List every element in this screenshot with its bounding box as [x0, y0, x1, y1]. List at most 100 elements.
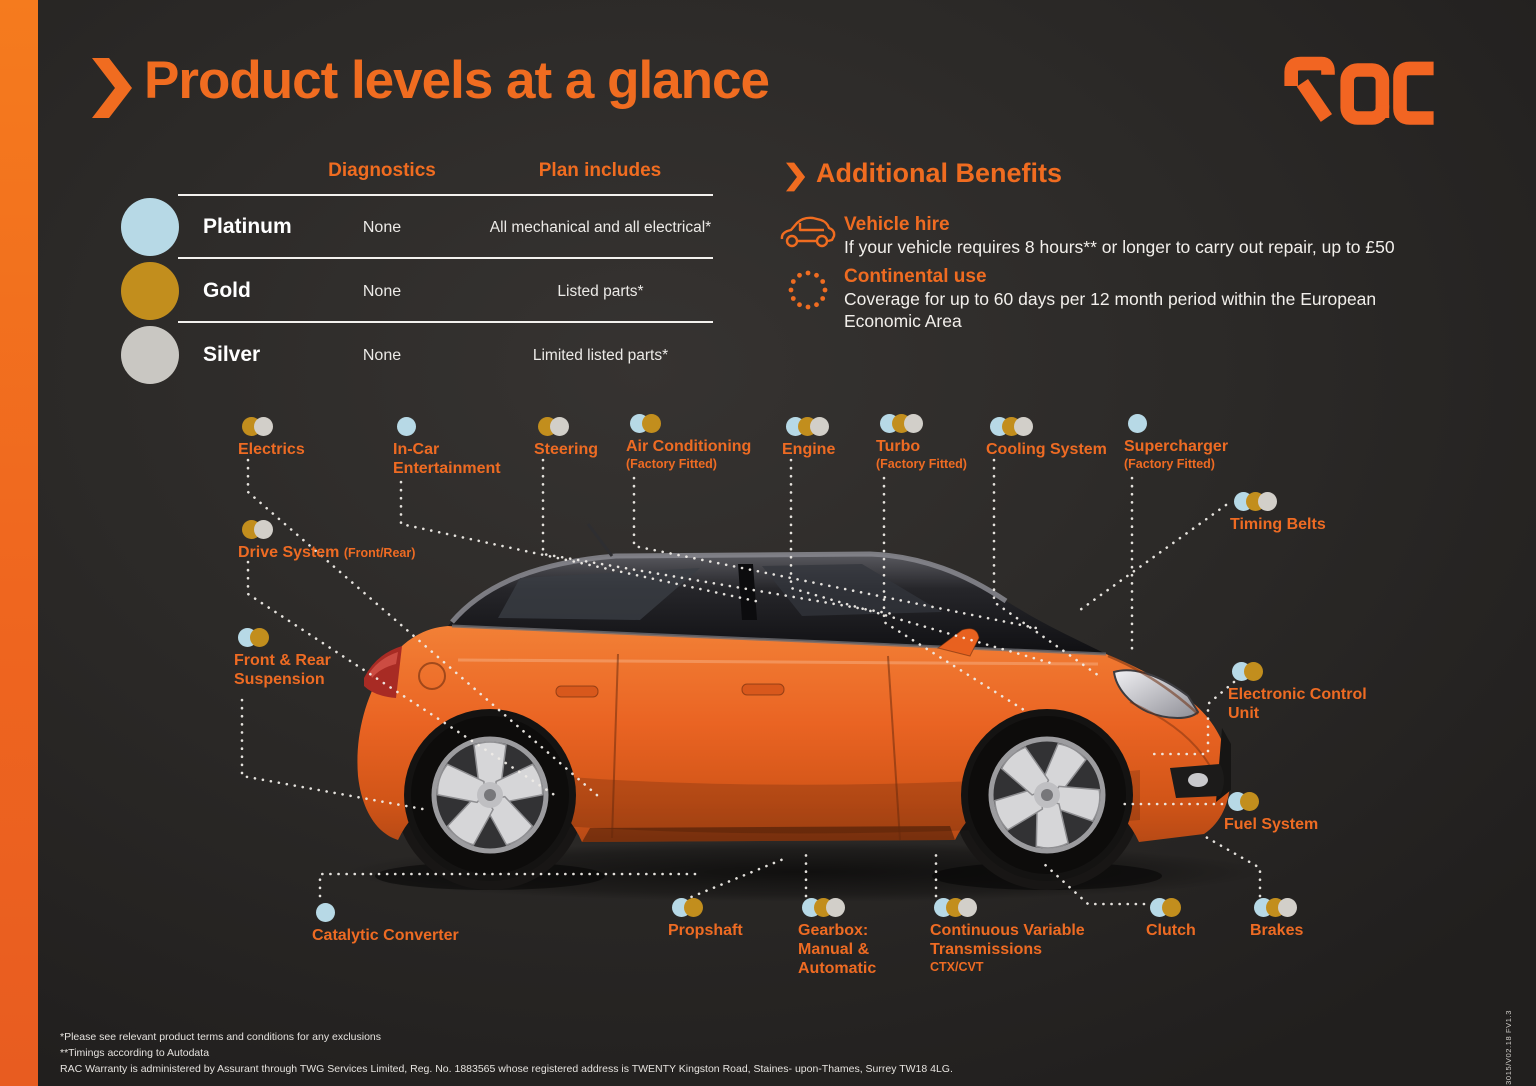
plan-dots [990, 417, 1107, 437]
benefit-title-vehicle-hire: Vehicle hire [844, 214, 950, 235]
car-label-text: Steering [534, 441, 599, 458]
silver-plan-dot [826, 898, 845, 917]
car-label-text: Air Conditioning(Factory Fitted) [626, 438, 752, 472]
leader-suspension [240, 698, 430, 812]
leader-air-conditioning [632, 476, 1038, 630]
eu-dots [788, 270, 828, 310]
leader-ecu [1146, 680, 1236, 756]
platinum-diagnostics: None [362, 219, 402, 236]
silver-plan-dot [1014, 417, 1033, 436]
car-label-subtext: (Factory Fitted) [1124, 457, 1215, 472]
car-label-gearbox: Gearbox:Manual &Automatic [798, 898, 876, 979]
leader-brakes [1202, 834, 1262, 898]
silver-plan-dot [550, 417, 569, 436]
footnotes: *Please see relevant product terms and c… [60, 1030, 953, 1077]
plan-dots [242, 417, 305, 437]
document-code: 3015/V02.18 FV1.3 [1504, 1010, 1513, 1085]
silver-plan-dot [958, 898, 977, 917]
plan-dots [538, 417, 598, 437]
car-label-propshaft: Propshaft [668, 898, 743, 940]
car-label-catalytic-converter: Catalytic Converter [312, 903, 459, 945]
car-label-text: Clutch [1146, 922, 1196, 939]
silver-plan-dot [1258, 492, 1277, 511]
car-label-text: Catalytic Converter [312, 927, 459, 944]
benefits-heading: Additional Benefits [816, 158, 1063, 188]
platinum-circle [121, 198, 179, 256]
silver-plan-dot [254, 520, 273, 539]
page-title: Product levels at a glance [144, 51, 770, 110]
car-label-electrics: Electrics [238, 417, 305, 459]
car-label-steering: Steering [534, 417, 598, 459]
plan-dots [1234, 492, 1326, 512]
car-label-air-conditioning: Air Conditioning(Factory Fitted) [626, 414, 751, 472]
benefit-body-vehicle-hire: If your vehicle requires 8 hours** or lo… [844, 237, 1395, 257]
tier-name-platinum: Platinum [203, 215, 292, 238]
leader-timing-belts [1078, 503, 1228, 612]
silver-plan-dot [810, 417, 829, 436]
tier-name-silver: Silver [203, 343, 261, 366]
car-label-text: Propshaft [668, 922, 743, 939]
table-divider [178, 257, 713, 259]
leader-cooling-system [992, 458, 1104, 680]
left-orange-band [0, 0, 38, 1086]
car-label-subtext: (Front/Rear) [343, 546, 416, 560]
car-label-text: Electrics [238, 441, 305, 458]
col-header-diagnostics: Diagnostics [328, 160, 436, 181]
silver-circle [121, 326, 179, 384]
car-label-engine: Engine [782, 417, 835, 459]
title-chevron-icon [92, 58, 138, 118]
plan-dots [934, 898, 1085, 918]
car-label-text: Cooling System [986, 441, 1107, 458]
leader-drive-system [246, 560, 558, 798]
table-divider [178, 194, 713, 196]
leader-steering [541, 458, 895, 616]
plan-dots [238, 628, 331, 648]
leader-catalytic-converter [318, 872, 704, 898]
car-label-subtext: CTX/CVT [930, 960, 984, 975]
blue-plan-dot [397, 417, 416, 436]
gold-diagnostics: None [362, 283, 402, 300]
silver-plan-dot [1278, 898, 1297, 917]
wing-mirror [936, 628, 980, 657]
benefit-body-continental-use: Coverage for up to 60 days per 12 month … [844, 289, 1377, 331]
plan-dots [242, 520, 415, 540]
silver-plan: Limited listed parts* [532, 347, 669, 364]
car-label-timing-belts: Timing Belts [1230, 492, 1326, 534]
benefits-chevron-icon [786, 162, 808, 192]
plan-dots [316, 903, 459, 923]
plan-dots [1150, 898, 1196, 918]
front-wheel [961, 709, 1133, 881]
car-label-text: Turbo(Factory Fitted) [876, 438, 967, 472]
silver-plan-dot [904, 414, 923, 433]
logo-letter-c [1393, 61, 1434, 125]
fuel-cap [418, 662, 446, 690]
car-label-supercharger: Supercharger(Factory Fitted) [1124, 414, 1228, 472]
gold-plan-dot [1244, 662, 1263, 681]
car-label-text: Fuel System [1224, 816, 1319, 833]
tier-name-gold: Gold [203, 279, 251, 302]
car-label-fuel-system: Fuel System [1224, 792, 1318, 834]
plan-dots [1128, 414, 1228, 434]
plan-dots [786, 417, 835, 437]
car-label-subtext: (Factory Fitted) [626, 457, 717, 472]
table-divider [178, 321, 713, 323]
plan-dots [1254, 898, 1303, 918]
car-label-text: Timing Belts [1230, 516, 1326, 533]
gold-plan-dot [684, 898, 703, 917]
plan-dots [630, 414, 751, 434]
car-label-brakes: Brakes [1250, 898, 1303, 940]
car-label-clutch: Clutch [1146, 898, 1196, 940]
gold-circle [121, 262, 179, 320]
gold-plan-dot [642, 414, 661, 433]
gold-plan: Listed parts* [557, 283, 644, 300]
plan-dots [880, 414, 967, 434]
car-label-drive-system: Drive System (Front/Rear) [238, 520, 415, 562]
car-label-cooling-system: Cooling System [986, 417, 1107, 459]
footnote-warranty-admin: RAC Warranty is administered by Assurant… [60, 1062, 953, 1075]
